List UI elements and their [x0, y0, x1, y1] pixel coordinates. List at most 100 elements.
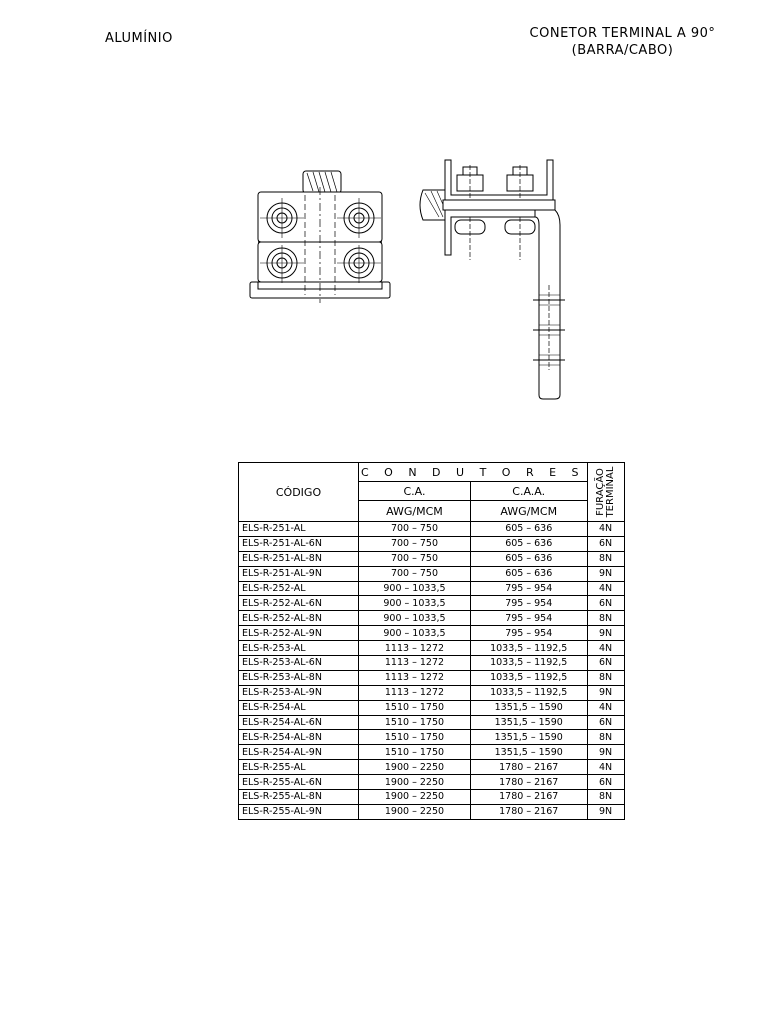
- cell-caa: 605 – 636: [469, 550, 588, 567]
- cell-caa: 795 – 954: [469, 595, 588, 612]
- cell-caa: 1033,5 – 1192,5: [469, 655, 588, 671]
- cell-drilling: 8N: [586, 789, 625, 805]
- cell-ca: 1113 – 1272: [358, 640, 471, 657]
- cell-ca: 900 – 1033,5: [358, 625, 471, 642]
- cell-ca: 1900 – 2250: [358, 774, 471, 791]
- conductor-specification-table: CÓDIGO C O N D U T O R E S FURAÇÃO TERMI…: [238, 462, 625, 820]
- product-title-line2: (BARRA/CABO): [571, 43, 674, 58]
- cell-caa: 1033,5 – 1192,5: [469, 684, 588, 701]
- cell-caa: 605 – 636: [469, 535, 588, 552]
- cell-caa: 605 – 636: [469, 565, 588, 582]
- cell-drilling: 8N: [586, 669, 625, 686]
- connector-side-view-drawing: [419, 159, 565, 400]
- cell-caa: 795 – 954: [469, 610, 588, 627]
- cell-caa: 1780 – 2167: [469, 759, 588, 776]
- material-label: ALUMÍNIO: [105, 31, 173, 46]
- cell-caa: 1351,5 – 1590: [469, 714, 588, 731]
- cell-drilling: 9N: [586, 625, 625, 642]
- cell-drilling: 6N: [586, 655, 625, 671]
- cell-ca: 700 – 750: [358, 535, 471, 552]
- cell-code: ELS-R-254-AL-6N: [238, 714, 359, 731]
- cell-ca: 900 – 1033,5: [358, 580, 471, 597]
- cell-code: ELS-R-255-AL-9N: [238, 803, 359, 820]
- cell-code: ELS-R-254-AL: [238, 699, 359, 716]
- cell-ca: 1113 – 1272: [358, 669, 471, 686]
- cell-ca: 700 – 750: [358, 550, 471, 567]
- cell-ca: 900 – 1033,5: [358, 595, 471, 612]
- cell-ca: 1510 – 1750: [358, 744, 471, 761]
- cell-ca: 1113 – 1272: [358, 684, 471, 701]
- cell-caa: 1780 – 2167: [469, 789, 588, 805]
- bolt-icon: [260, 198, 304, 238]
- cell-code: ELS-R-253-AL-8N: [238, 669, 359, 686]
- cell-code: ELS-R-254-AL-8N: [238, 729, 359, 746]
- cell-code: ELS-R-251-AL-6N: [238, 535, 359, 552]
- cell-caa: 1351,5 – 1590: [469, 699, 588, 716]
- terminal-label: TERMINAL: [604, 466, 616, 518]
- cell-code: ELS-R-251-AL-9N: [238, 565, 359, 582]
- cell-code: ELS-R-252-AL-8N: [238, 610, 359, 627]
- cell-ca: 1510 – 1750: [358, 699, 471, 716]
- cell-code: ELS-R-251-AL-8N: [238, 550, 359, 567]
- cell-caa: 1780 – 2167: [469, 803, 588, 820]
- cell-drilling: 9N: [586, 684, 625, 701]
- cell-drilling: 8N: [586, 610, 625, 627]
- column-header-code: CÓDIGO: [238, 462, 359, 522]
- cell-drilling: 6N: [586, 595, 625, 612]
- cell-drilling: 4N: [586, 580, 625, 597]
- cell-ca: 700 – 750: [358, 565, 471, 582]
- cell-code: ELS-R-254-AL-9N: [238, 744, 359, 761]
- cell-ca: 1113 – 1272: [358, 655, 471, 671]
- cell-ca: 1900 – 2250: [358, 803, 471, 820]
- cell-drilling: 9N: [586, 803, 625, 820]
- cell-code: ELS-R-251-AL: [238, 521, 359, 537]
- cell-code: ELS-R-252-AL: [238, 580, 359, 597]
- cell-drilling: 8N: [586, 550, 625, 567]
- unit-caa: AWG/MCM: [469, 500, 588, 522]
- cell-caa: 1780 – 2167: [469, 774, 588, 791]
- cell-drilling: 4N: [586, 699, 625, 716]
- cell-caa: 795 – 954: [469, 625, 588, 642]
- cell-caa: 795 – 954: [469, 580, 588, 597]
- cell-ca: 1900 – 2250: [358, 789, 471, 805]
- cell-drilling: 4N: [586, 521, 625, 537]
- cell-drilling: 4N: [586, 759, 625, 776]
- column-header-ca: C.A.: [358, 481, 471, 501]
- unit-ca: AWG/MCM: [358, 500, 471, 522]
- column-header-drilling: FURAÇÃO TERMINAL: [586, 462, 625, 522]
- cell-code: ELS-R-253-AL-6N: [238, 655, 359, 671]
- cell-code: ELS-R-253-AL: [238, 640, 359, 657]
- cell-caa: 1033,5 – 1192,5: [469, 640, 588, 657]
- cell-drilling: 6N: [586, 535, 625, 552]
- product-title-line1: CONETOR TERMINAL A 90°: [529, 26, 716, 41]
- connector-front-view-drawing: [249, 170, 391, 303]
- cell-caa: 1351,5 – 1590: [469, 744, 588, 761]
- cell-caa: 1351,5 – 1590: [469, 729, 588, 746]
- cell-ca: 1900 – 2250: [358, 759, 471, 776]
- cell-code: ELS-R-252-AL-9N: [238, 625, 359, 642]
- cell-drilling: 8N: [586, 729, 625, 746]
- cell-ca: 700 – 750: [358, 521, 471, 537]
- cell-caa: 605 – 636: [469, 521, 588, 537]
- cell-code: ELS-R-255-AL-8N: [238, 789, 359, 805]
- product-title: CONETOR TERMINAL A 90° (BARRA/CABO): [520, 25, 725, 59]
